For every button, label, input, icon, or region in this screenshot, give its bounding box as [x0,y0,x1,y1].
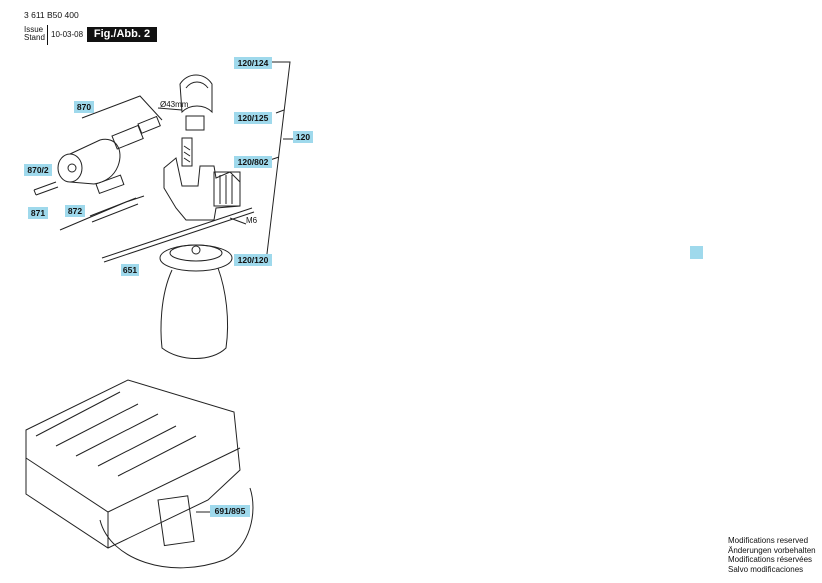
modifications-en: Modifications reserved [728,536,809,545]
part-label-120-120: 120/120 [234,254,272,266]
part-label-872: 872 [65,205,85,217]
bracket-870 [81,95,163,121]
part-label-120-125: 120/125 [234,112,272,124]
carrying-case [25,379,241,549]
diameter-note: Ø43mm [160,100,189,109]
modifications-notice: Modifications reserved Änderungen vorbeh… [728,536,816,574]
modifications-de: Änderungen vorbehalten [728,545,816,555]
part-label-120-124: 120/124 [234,57,272,69]
part-label-870-2: 870/2 [24,164,52,176]
issue-label: Issue Stand [24,26,45,42]
bracket-120-tap-125 [275,109,285,114]
depth-rod [101,207,255,263]
adapter-rod [89,197,139,223]
issue-label-en: Issue [24,25,44,34]
part-label-870: 870 [74,101,94,113]
part-label-871: 871 [28,207,48,219]
thread-note: M6 [246,216,258,225]
drill-chuck [57,115,161,185]
header-divider [47,25,48,45]
figure-title: Fig./Abb. 2 [87,27,157,42]
clamp-parts [181,115,205,167]
part-label-120: 120 [293,131,313,143]
part-label-120-802: 120/802 [234,156,272,168]
auxiliary-handle [159,244,233,359]
marker-square [690,246,703,259]
issue-label-de: Stand [24,33,45,42]
handle-clamp-body [163,157,241,221]
part-label-651: 651 [121,264,139,276]
chuck-key [95,174,125,195]
part-number: 3 611 B50 400 [24,10,79,20]
issue-date: 10-03-08 [51,30,84,39]
modifications-es: Salvo modificaciones [728,564,804,574]
chuck-screw [33,181,59,196]
modifications-fr: Modifications réservées [728,555,813,564]
detail-circle [99,487,254,569]
part-label-691-895: 691/895 [210,505,250,517]
depth-stop-band [157,74,213,114]
